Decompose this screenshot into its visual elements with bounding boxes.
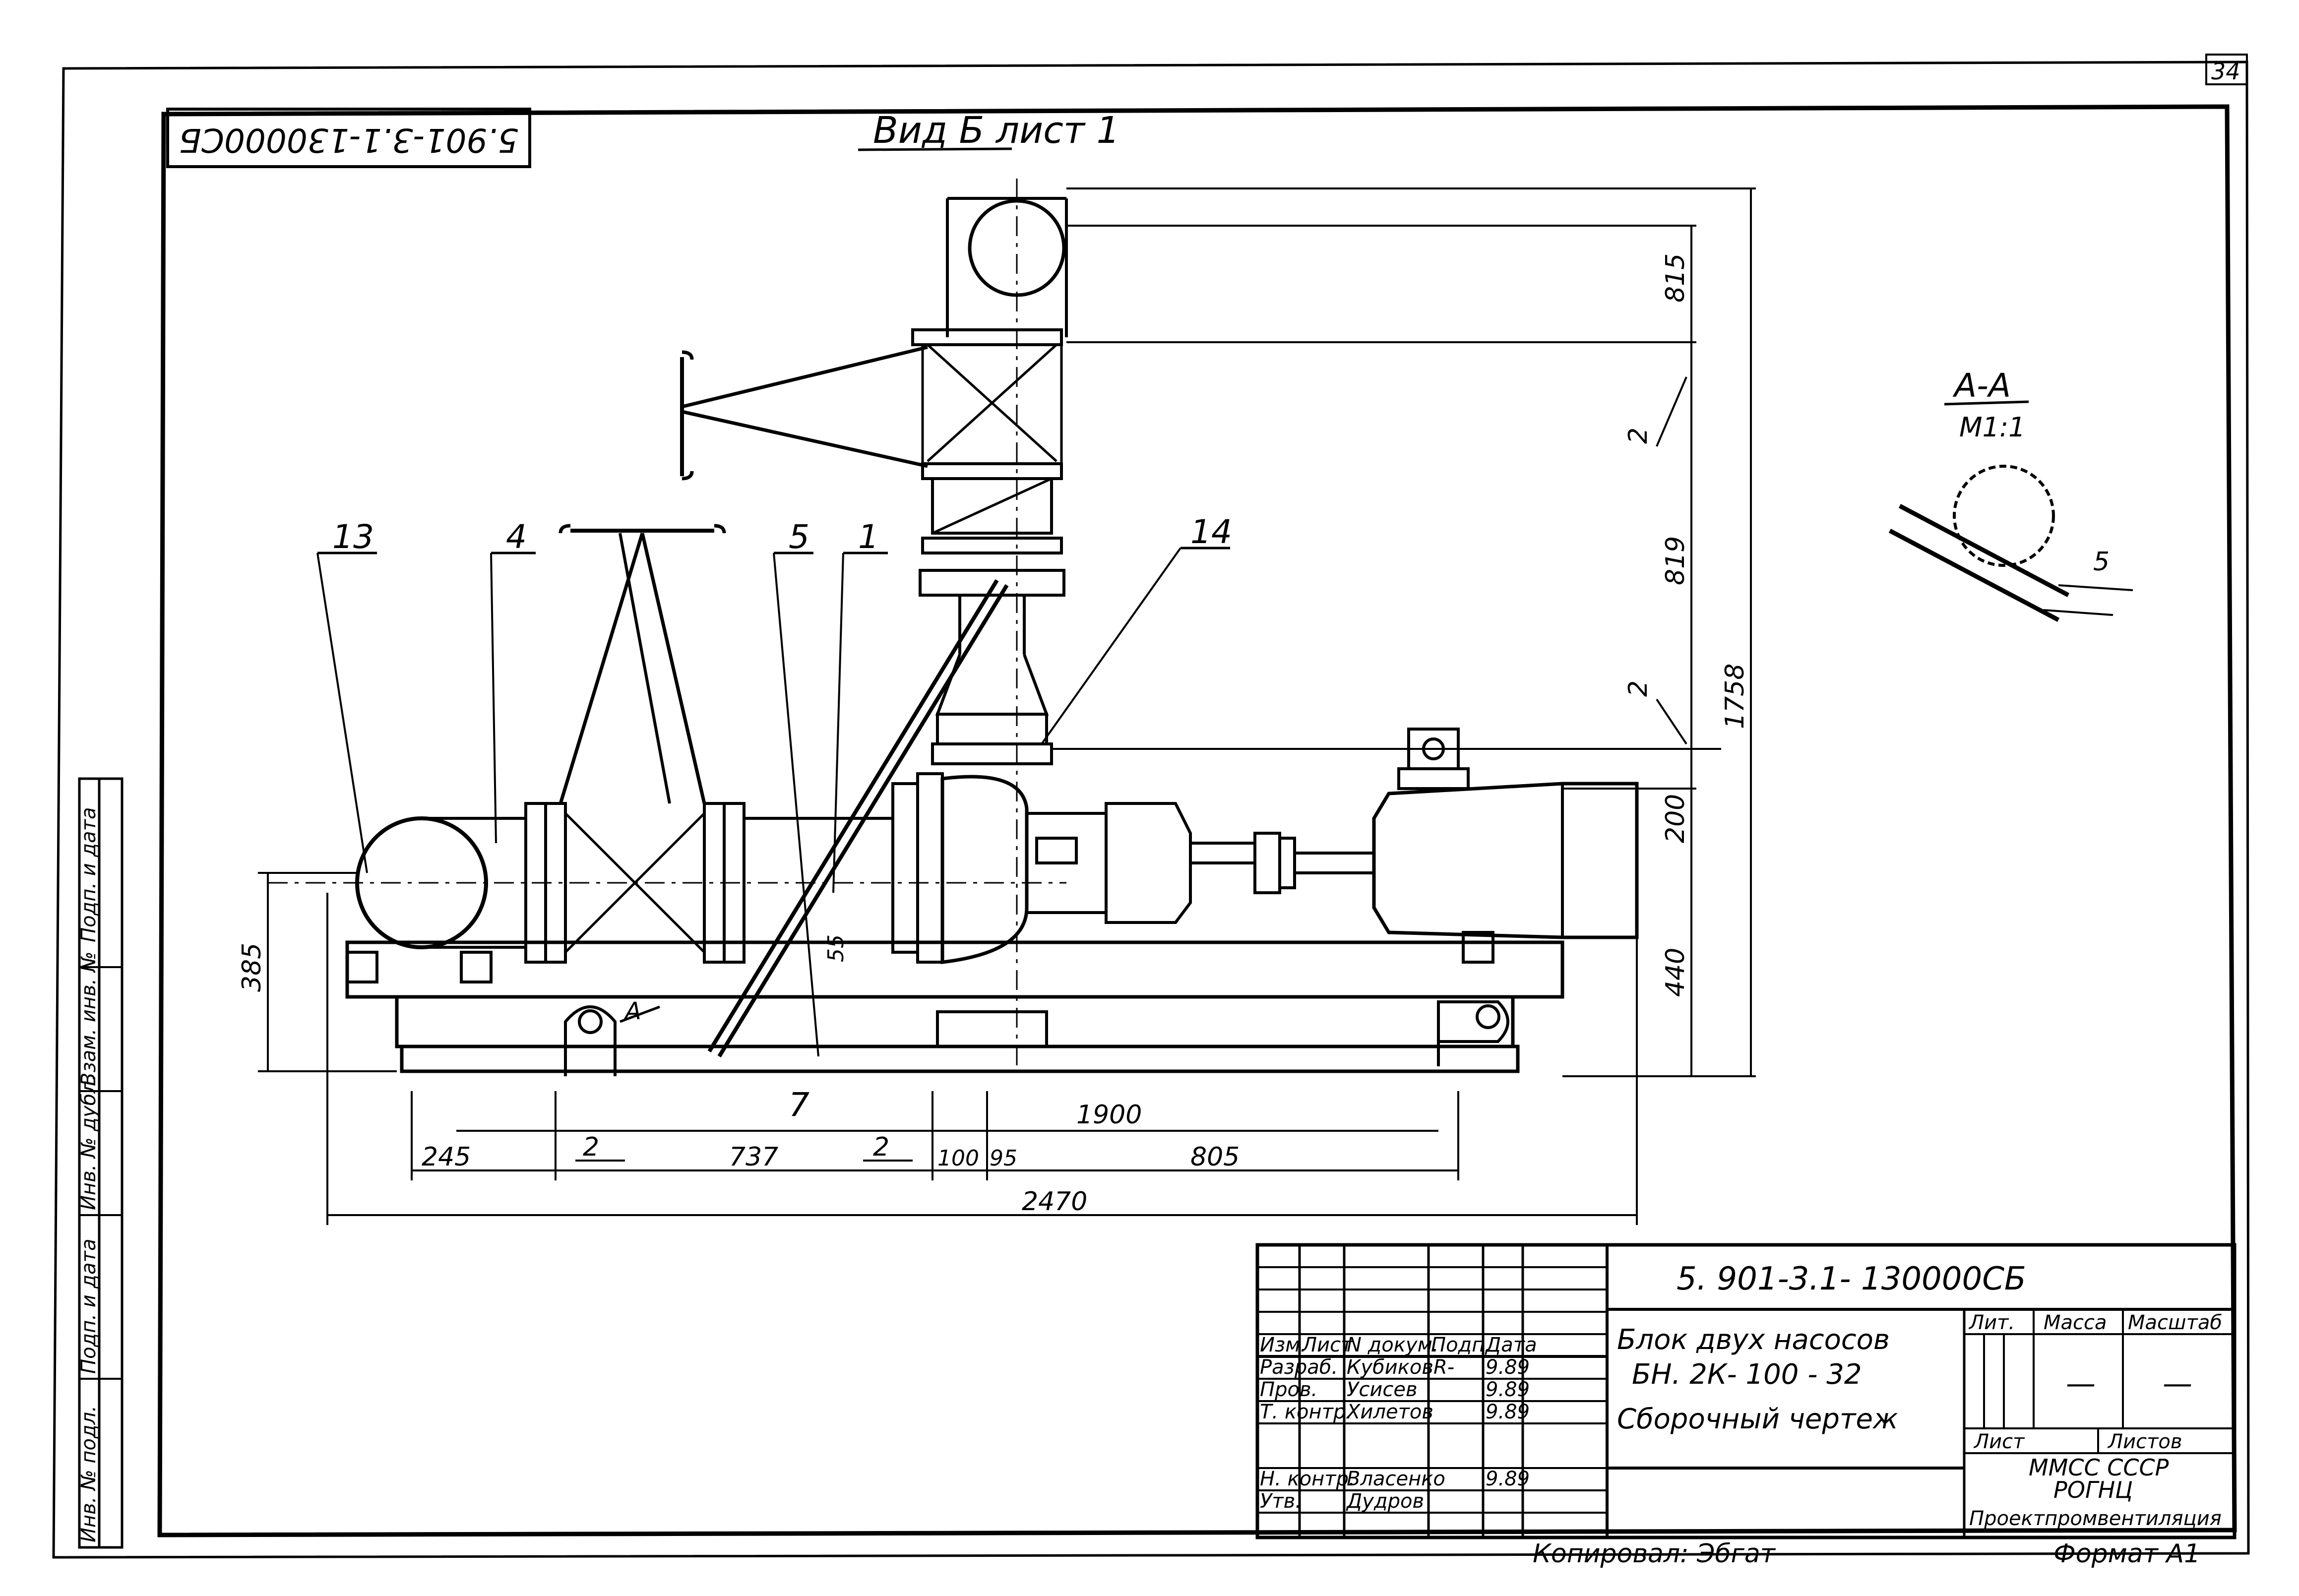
- tb-row1-role: Разраб.: [1260, 1356, 1338, 1379]
- mark-7: 7: [789, 1086, 809, 1124]
- tb-scale-header: Масштаб: [2128, 1311, 2222, 1334]
- tb-row2-role: Пров.: [1260, 1378, 1317, 1401]
- dim-95: 95: [990, 1146, 1017, 1171]
- callout-14: 14: [1190, 513, 1232, 551]
- tb-lit-header: Лит.: [1968, 1311, 2015, 1334]
- mark-a: А: [623, 997, 641, 1025]
- tb-org-line2: РОГНЦ: [2053, 1476, 2133, 1503]
- tb-designation: 5. 901-3.1- 130000СБ: [1677, 1261, 2026, 1297]
- tb-name-line1: Блок двух насосов: [1617, 1324, 1890, 1356]
- dim-1900: 1900: [1076, 1100, 1142, 1130]
- tb-col-izm: Изм.: [1260, 1334, 1306, 1356]
- dim-440: 440: [1661, 948, 1690, 997]
- side-stamp-cell-3: Инв. № дубл.: [77, 1074, 100, 1210]
- tb-row3-role: Т. контр.: [1260, 1401, 1352, 1423]
- dim-1758: 1758: [1720, 664, 1750, 729]
- tb-name-line2: БН. 2К- 100 - 32: [1632, 1358, 1862, 1391]
- stamp-code-box: 5.901-3.1-130000СБ: [166, 108, 531, 168]
- view-label: Вид Б лист 1: [873, 109, 1120, 152]
- dim-200: 200: [1661, 794, 1690, 843]
- tb-row5-role: Утв.: [1260, 1490, 1302, 1513]
- tb-mass-header: Масса: [2044, 1311, 2107, 1334]
- side-stamp-cell-2: Взам. инв. №: [77, 951, 100, 1086]
- dim-55: 55: [823, 934, 849, 962]
- tb-org-line3: Проектпромвентиляция: [1969, 1507, 2222, 1530]
- mark-2-upper: 2: [1623, 428, 1653, 444]
- dim-100: 100: [937, 1146, 979, 1171]
- dim-815: 815: [1661, 253, 1690, 303]
- dim-819: 819: [1661, 536, 1690, 585]
- tb-org-line1: ММСС СССР: [2029, 1454, 2169, 1481]
- section-label: А-А: [1952, 367, 2011, 405]
- sheet-frame: 34: [52, 54, 2250, 1559]
- tb-row2-date: 9.89: [1486, 1378, 1530, 1401]
- callout-5: 5: [789, 518, 809, 556]
- dim-2470: 2470: [1022, 1187, 1087, 1217]
- section-a-a: А-А М1:1 5: [1888, 367, 2133, 622]
- side-stamp-cell-4: Подп. и дата: [77, 1239, 100, 1374]
- tb-scale-value: —: [2163, 1366, 2192, 1401]
- tb-mass-value: —: [2066, 1366, 2096, 1401]
- tb-row4-date: 9.89: [1486, 1468, 1530, 1490]
- tb-row5-name: Дудров: [1346, 1490, 1424, 1513]
- tb-row4-name: Власенко: [1347, 1468, 1445, 1490]
- tb-row3-name: Хилетов: [1346, 1401, 1433, 1423]
- tb-sheets-label: Листов: [2107, 1430, 2182, 1453]
- mark-2-dim-a: 2: [583, 1132, 599, 1162]
- callout-1: 1: [858, 518, 879, 556]
- pump-assembly-drawing: [268, 179, 1639, 1076]
- tb-row1-date: 9.89: [1486, 1356, 1530, 1379]
- callout-13: 13: [332, 518, 374, 556]
- dim-385: 385: [237, 943, 267, 992]
- side-stamp-cell-5: Инв. № подл.: [77, 1406, 100, 1542]
- section-scale: М1:1: [1959, 412, 2026, 443]
- dim-805: 805: [1190, 1142, 1240, 1172]
- tb-col-date: Дата: [1485, 1334, 1537, 1356]
- tb-format: Формат А1: [2053, 1539, 2200, 1569]
- side-stamp: Подп. и дата Взам. инв. № Инв. № дубл. П…: [77, 777, 124, 1549]
- tb-row2-name: Усисев: [1347, 1378, 1418, 1401]
- side-stamp-cell-1: Подп. и дата: [77, 807, 100, 942]
- mark-2-lower: 2: [1623, 680, 1653, 697]
- dim-737: 737: [729, 1142, 778, 1172]
- weld-mark: 5: [2093, 547, 2110, 577]
- dimensions: 815 819 1758 200 440 2 2 385 55 А 7 1900…: [237, 187, 1756, 1225]
- title-block: [1255, 1243, 2237, 1539]
- tb-sheet-label: Лист: [1973, 1430, 2025, 1453]
- mark-2-dim-b: 2: [873, 1132, 889, 1162]
- tb-row4-role: Н. контр.: [1260, 1468, 1355, 1490]
- tb-col-doc: N докум.: [1347, 1334, 1439, 1356]
- motor-body: [1372, 782, 1639, 939]
- tb-row1-name: Кубиков: [1347, 1356, 1433, 1379]
- tb-col-list: Лист: [1301, 1334, 1353, 1356]
- dim-245: 245: [422, 1142, 471, 1172]
- tb-row1-sign: R-: [1433, 1356, 1454, 1379]
- tb-col-sign: Подп.: [1431, 1334, 1491, 1356]
- callouts: 13 4 5 1 14: [316, 513, 1232, 1057]
- callout-4: 4: [506, 518, 527, 556]
- base-frame: [345, 940, 1564, 999]
- tb-copied: Копировал: Эбгат: [1533, 1539, 1776, 1569]
- tb-name-line3: Сборочный чертеж: [1617, 1403, 1898, 1435]
- pump-volute: [940, 775, 1029, 964]
- stamp-code: 5.901-3.1-130000СБ: [179, 121, 519, 159]
- tb-row3-date: 9.89: [1486, 1401, 1530, 1423]
- sheet-number: 34: [2211, 58, 2240, 85]
